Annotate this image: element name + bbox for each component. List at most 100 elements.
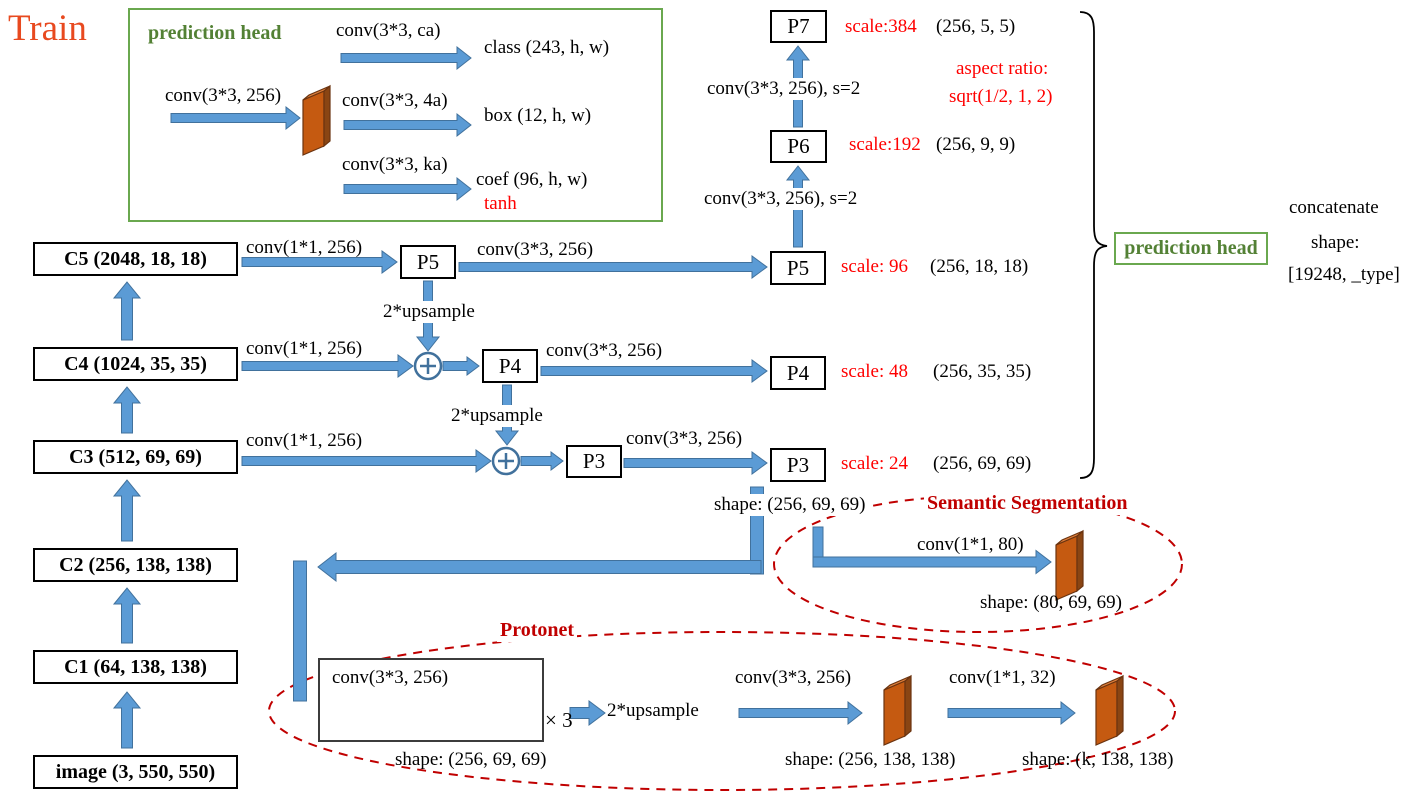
protonet-repeat-box: [318, 658, 544, 742]
class-output-label: class (243, h, w): [484, 37, 610, 58]
upsample-p4-p3-label: 2*upsample: [448, 405, 546, 427]
semantic-seg-title: Semantic Segmentation: [924, 492, 1131, 515]
arrow-c1-c2: [112, 587, 142, 644]
prediction-head-detail-title: prediction head: [148, 22, 282, 44]
arrow-proto-conv3: [947, 700, 1076, 726]
head-input-conv-label: conv(3*3, 256): [165, 85, 282, 106]
fpn-p6-node: P6: [770, 130, 827, 163]
stride-conv-p5-p6-label: conv(3*3, 256), s=2: [701, 188, 861, 210]
protonet-repeat-label: × 3: [545, 708, 573, 732]
arrow-head-input: [170, 105, 301, 131]
p5-shape-label: (256, 18, 18): [930, 256, 1029, 277]
coef-output-label: coef (96, h, w): [476, 169, 588, 190]
box-output-label: box (12, h, w): [484, 105, 592, 126]
arrow-proto-conv2: [738, 700, 863, 726]
p3-output-shape-label: shape: (256, 69, 69): [711, 494, 869, 516]
arrow-c4-add: [241, 354, 414, 378]
aspect-ratio-label: aspect ratio:: [956, 58, 1049, 79]
semantic-seg-ellipse: [773, 495, 1183, 633]
arrow-c3-add: [241, 449, 492, 473]
protonet-conv2-label: conv(3*3, 256): [735, 667, 852, 688]
feature-block-semantic: [1055, 529, 1084, 601]
arrow-box-branch: [343, 112, 472, 138]
concat-shape-label: shape:: [1311, 232, 1360, 253]
lateral-conv-c3-label: conv(1*1, 256): [246, 430, 363, 451]
protonet-ellipse: [268, 631, 1176, 791]
line-to-protonet: [293, 560, 307, 702]
prediction-head-detail-box: [128, 8, 663, 222]
feature-block-head-face: [302, 85, 331, 101]
backbone-c1: C1 (64, 138, 138): [33, 650, 238, 684]
fpn-p4-lateral-node: P4: [482, 349, 538, 383]
fpn-p4-node: P4: [770, 356, 826, 390]
arrow-add-p4: [442, 356, 480, 376]
tanh-label: tanh: [484, 193, 517, 214]
arrow-p4-smooth: [540, 359, 768, 383]
protonet-shape2-label: shape: (256, 138, 138): [785, 749, 956, 770]
concatenate-label: concatenate: [1289, 197, 1379, 218]
class-conv-label: conv(3*3, ca): [336, 20, 441, 41]
fpn-p3-lateral-node: P3: [566, 445, 622, 478]
protonet-upsample-label: 2*upsample: [607, 700, 699, 721]
group-brace: [1079, 11, 1108, 479]
feature-block-proto2-face: [883, 680, 906, 746]
feature-block-proto2: [883, 674, 912, 746]
fpn-p5-node: P5: [770, 251, 826, 285]
arrow-p3-smooth: [623, 451, 768, 475]
concat-shape-value: [19248, _type]: [1288, 264, 1400, 285]
arrow-p3-left: [317, 551, 762, 583]
feature-block-semantic-face: [1076, 529, 1084, 593]
protonet-conv3-label: conv(1*1, 32): [949, 667, 1056, 688]
p3-scale-label: scale: 24: [841, 453, 909, 474]
coef-conv-label: conv(3*3, ka): [342, 154, 448, 175]
p6-shape-label: (256, 9, 9): [936, 134, 1016, 155]
feature-block-semantic-face: [1055, 530, 1084, 546]
feature-block-semantic-face: [1055, 535, 1078, 601]
fpn-p3-node: P3: [770, 448, 826, 482]
arrow-class-branch: [340, 45, 472, 71]
backbone-image: image (3, 550, 550): [33, 755, 238, 789]
fpn-p5-lateral-node: P5: [400, 245, 456, 279]
protonet-title: Protonet: [497, 619, 578, 642]
train-label: Train: [8, 8, 87, 49]
stride-conv-p6-p7-label: conv(3*3, 256), s=2: [704, 78, 864, 100]
backbone-c2: C2 (256, 138, 138): [33, 548, 238, 582]
protonet-conv1-label: conv(3*3, 256): [332, 667, 449, 688]
backbone-c3: C3 (512, 69, 69): [33, 440, 238, 474]
prediction-head-node: prediction head: [1114, 232, 1268, 265]
arrow-c5-p5: [241, 250, 398, 274]
p5-scale-label: scale: 96: [841, 256, 909, 277]
lateral-conv-c5-label: conv(1*1, 256): [246, 237, 363, 258]
fpn-p7-node: P7: [770, 10, 827, 43]
feature-block-proto3: [1095, 674, 1124, 746]
protonet-shape1-label: shape: (256, 69, 69): [395, 749, 547, 770]
p6-scale-label: scale:192: [849, 134, 921, 155]
p3-shape-label: (256, 69, 69): [933, 453, 1032, 474]
arrow-semantic-conv: [812, 549, 1052, 575]
feature-block-proto3-face: [1095, 675, 1124, 691]
p4-shape-label: (256, 35, 35): [933, 361, 1032, 382]
aspect-ratio-value: sqrt(1/2, 1, 2): [949, 86, 1053, 107]
p7-shape-label: (256, 5, 5): [936, 16, 1016, 37]
feature-block-proto3-face: [1116, 674, 1124, 738]
arrow-coef-branch: [343, 176, 472, 202]
protonet-shape3-label: shape: (k, 138, 138): [1022, 749, 1174, 770]
arrow-add-p3: [520, 451, 564, 471]
feature-block-proto2-face: [883, 675, 912, 691]
semantic-conv-label: conv(1*1, 80): [917, 534, 1024, 555]
semantic-shape-label: shape: (80, 69, 69): [980, 592, 1122, 613]
arrow-proto-repeat-out: [569, 700, 606, 726]
lateral-conv-c4-label: conv(1*1, 256): [246, 338, 363, 359]
feature-block-head: [302, 84, 331, 156]
box-conv-label: conv(3*3, 4a): [342, 90, 448, 111]
arrow-image-c1: [112, 691, 142, 749]
arrow-c2-c3: [112, 479, 142, 542]
upsample-p5-p4-label: 2*upsample: [380, 301, 478, 323]
arrow-c3-c4: [112, 386, 142, 434]
backbone-c5: C5 (2048, 18, 18): [33, 242, 238, 276]
smooth-conv-p4-label: conv(3*3, 256): [546, 340, 663, 361]
feature-block-proto3-face: [1095, 680, 1118, 746]
backbone-c4: C4 (1024, 35, 35): [33, 347, 238, 381]
smooth-conv-p5-label: conv(3*3, 256): [477, 239, 594, 260]
